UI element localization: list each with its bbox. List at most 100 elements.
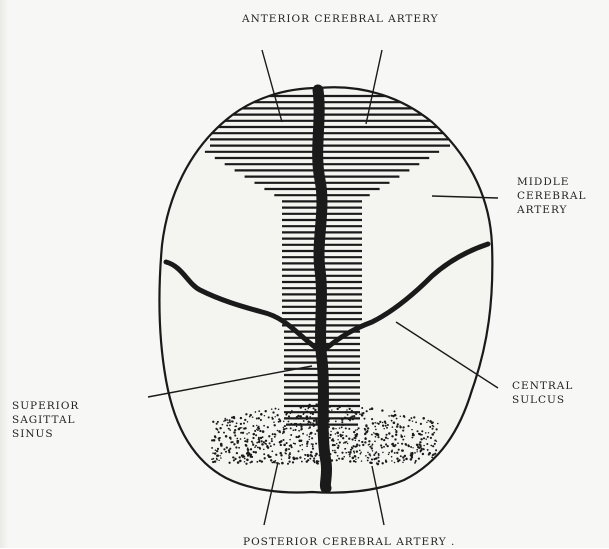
- stipple-dot: [243, 427, 245, 429]
- stipple-dot: [300, 440, 302, 442]
- stipple-dot: [335, 433, 337, 435]
- stipple-dot: [256, 442, 258, 444]
- stipple-dot: [359, 413, 361, 415]
- stipple-dot: [359, 445, 361, 447]
- stipple-dot: [261, 460, 263, 462]
- stipple-dot: [422, 417, 425, 420]
- stipple-dot: [261, 440, 263, 442]
- stipple-dot: [423, 448, 425, 450]
- stipple-dot: [218, 439, 220, 441]
- stipple-dot: [285, 449, 288, 452]
- stipple-dot: [350, 449, 352, 451]
- stipple-dot: [341, 452, 343, 454]
- stipple-dot: [434, 453, 436, 455]
- stipple-dot: [369, 446, 370, 447]
- stipple-dot: [302, 406, 304, 408]
- stipple-dot: [349, 424, 351, 426]
- stipple-dot: [308, 436, 310, 438]
- stipple-dot: [311, 455, 313, 457]
- stipple-dot: [388, 454, 390, 456]
- stipple-dot: [369, 408, 371, 410]
- stipple-dot: [309, 416, 310, 417]
- stipple-dot: [329, 434, 331, 436]
- stipple-dot: [372, 422, 374, 424]
- stipple-dot: [418, 443, 420, 445]
- stipple-dot: [344, 448, 346, 450]
- stipple-dot: [229, 424, 231, 426]
- stipple-dot: [314, 461, 316, 463]
- stipple-dot: [296, 416, 298, 418]
- label-line: ARTERY: [517, 203, 586, 217]
- stipple-dot: [337, 435, 339, 437]
- stipple-dot: [306, 415, 309, 418]
- stipple-dot: [401, 443, 403, 445]
- stipple-dot: [364, 418, 366, 420]
- stipple-dot: [401, 449, 404, 452]
- stipple-dot: [252, 437, 254, 439]
- stipple-dot: [345, 411, 348, 414]
- stipple-dot: [239, 460, 242, 463]
- stipple-dot: [359, 450, 361, 452]
- stipple-dot: [308, 427, 310, 429]
- stipple-dot: [278, 463, 280, 465]
- label-line: SAGITTAL: [12, 413, 79, 427]
- stipple-dot: [231, 417, 233, 419]
- stipple-dot: [251, 441, 253, 443]
- stipple-dot: [306, 443, 308, 445]
- stipple-dot: [337, 447, 339, 449]
- stipple-dot: [238, 428, 241, 431]
- stipple-dot: [410, 458, 413, 461]
- stipple-dot: [387, 445, 389, 447]
- stipple-dot: [398, 449, 400, 451]
- stipple-dot: [417, 445, 419, 447]
- stipple-dot: [216, 423, 218, 425]
- stipple-dot: [257, 447, 259, 449]
- stipple-dot: [217, 429, 219, 431]
- stipple-dot: [291, 410, 293, 412]
- stipple-dot: [277, 430, 279, 432]
- stipple-dot: [420, 438, 422, 440]
- stipple-dot: [226, 419, 228, 421]
- stipple-dot: [349, 460, 351, 462]
- stipple-dot: [306, 418, 308, 420]
- stipple-dot: [307, 423, 309, 425]
- stipple-dot: [241, 427, 242, 428]
- stipple-dot: [282, 433, 283, 434]
- stipple-dot: [314, 433, 316, 435]
- stipple-dot: [391, 460, 393, 462]
- stipple-dot: [214, 452, 217, 455]
- stipple-dot: [266, 446, 268, 448]
- stipple-dot: [281, 459, 282, 460]
- stipple-dot: [361, 412, 362, 413]
- stipple-dot: [337, 445, 339, 447]
- stipple-dot: [230, 441, 232, 443]
- stipple-dot: [255, 411, 257, 413]
- stipple-dot: [394, 452, 396, 454]
- stipple-dot: [259, 430, 261, 432]
- stipple-dot: [288, 457, 290, 459]
- stipple-dot: [222, 424, 224, 426]
- stipple-dot: [422, 453, 424, 455]
- stipple-dot: [407, 425, 409, 427]
- stipple-dot: [371, 418, 373, 420]
- stipple-dot: [379, 421, 381, 423]
- stipple-dot: [410, 454, 412, 456]
- stipple-dot: [339, 427, 341, 429]
- stipple-dot: [371, 459, 373, 461]
- stipple-dot: [227, 422, 229, 424]
- stipple-dot: [289, 452, 291, 454]
- stipple-dot: [381, 438, 383, 440]
- stipple-dot: [364, 433, 366, 435]
- stipple-dot: [263, 453, 265, 455]
- stipple-dot: [402, 461, 404, 463]
- stipple-dot: [316, 422, 318, 424]
- stipple-dot: [332, 444, 334, 446]
- stipple-dot: [247, 455, 249, 457]
- stipple-dot: [313, 457, 315, 459]
- stipple-dot: [238, 440, 240, 442]
- stipple-dot: [219, 437, 221, 439]
- stipple-dot: [364, 441, 366, 443]
- stipple-dot: [306, 460, 308, 462]
- stipple-dot: [414, 462, 416, 464]
- stipple-dot: [314, 409, 316, 411]
